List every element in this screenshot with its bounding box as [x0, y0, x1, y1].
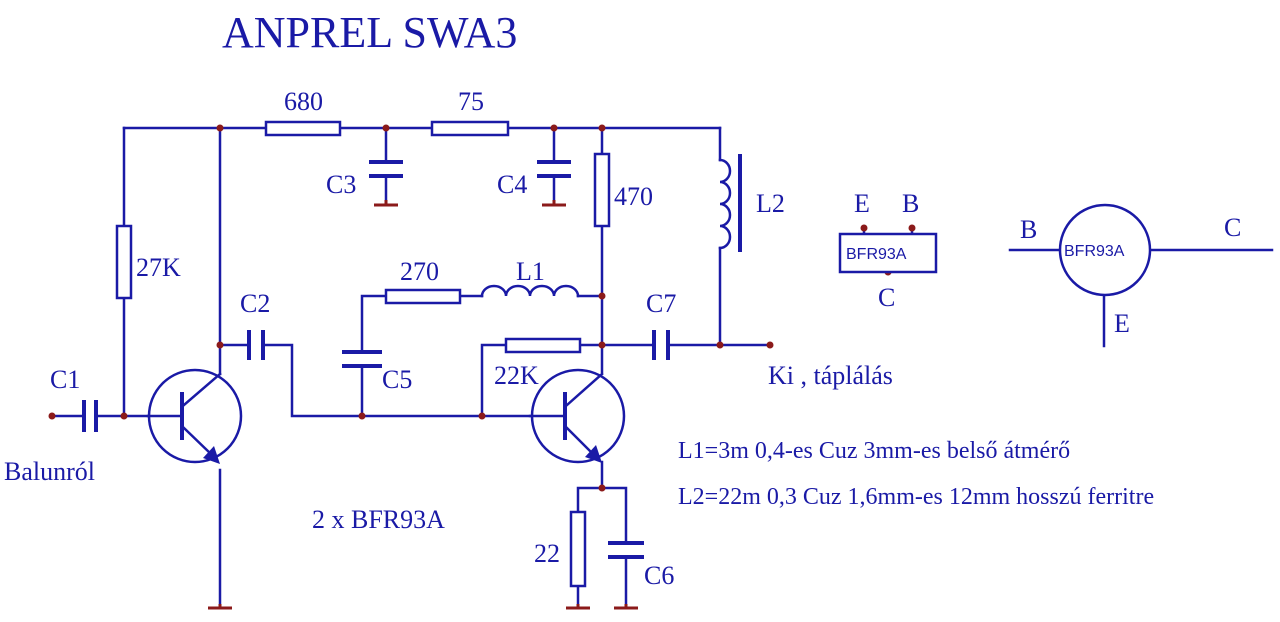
capacitors: [82, 160, 670, 559]
ground-symbols: [208, 200, 638, 610]
label-l1: L1: [516, 257, 545, 286]
pinout-box-pin-e: E: [854, 189, 870, 218]
resistor-22k: [504, 337, 582, 354]
pinout-circle-pin-b: B: [1020, 215, 1037, 244]
resistor-470: [593, 152, 611, 228]
pinout-circle-outline: [1058, 203, 1152, 297]
note-l1: L1=3m 0,4-es Cuz 3mm-es belső átmérő: [678, 438, 1070, 464]
pinout-circle-pin-e: E: [1114, 309, 1130, 338]
component-labels: 680 75 470 27K 270 22K 22 C1 C2 C3 C4 C5…: [50, 87, 785, 590]
inductor-l1: [480, 284, 580, 298]
label-75: 75: [458, 87, 484, 116]
pinout-box-pin-c: C: [878, 283, 895, 312]
ground-icon: [566, 604, 590, 610]
label-c7: C7: [646, 289, 676, 318]
label-270: 270: [400, 257, 439, 286]
capacitor-c1: [82, 400, 98, 432]
resistor-27k: [115, 224, 133, 300]
pinout-box: BFR93A E B C: [838, 189, 938, 312]
resistor-270: [384, 288, 462, 305]
label-c4: C4: [497, 170, 527, 199]
pinout-box-pin-b: B: [902, 189, 919, 218]
pinout-box-outline: [838, 232, 938, 274]
label-22k: 22K: [494, 361, 539, 390]
inductors: [480, 154, 742, 298]
capacitor-c6: [608, 541, 644, 559]
input-label: Balunról: [4, 457, 95, 486]
pinout-circle-pin-c: C: [1224, 213, 1241, 242]
label-c2: C2: [240, 289, 270, 318]
pinout-circle: BFR93A B C E: [1020, 203, 1241, 338]
label-c1: C1: [50, 365, 80, 394]
label-470: 470: [614, 182, 653, 211]
label-c3: C3: [326, 170, 356, 199]
label-c5: C5: [382, 365, 412, 394]
transistor-q1: [146, 368, 243, 464]
pinout-circle-part: BFR93A: [1064, 243, 1125, 260]
capacitor-c5: [342, 350, 382, 368]
ground-icon: [614, 604, 638, 610]
capacitor-c3: [369, 160, 403, 178]
output-label: Ki , táplálás: [768, 361, 893, 390]
ground-icon: [208, 604, 232, 610]
resistor-22: [569, 510, 587, 588]
wires: [50, 126, 1274, 606]
label-22: 22: [534, 539, 560, 568]
capacitor-c4: [537, 160, 571, 178]
inductor-l2: [718, 158, 732, 250]
capacitor-c7: [652, 330, 670, 360]
resistor-680: [264, 120, 342, 137]
label-l2: L2: [756, 189, 785, 218]
ground-icon: [374, 200, 398, 207]
ground-icon: [542, 200, 566, 207]
resistor-75: [430, 120, 510, 137]
transistor-q2: [528, 368, 626, 464]
pinout-box-part: BFR93A: [846, 246, 907, 263]
note-l2: L2=22m 0,3 Cuz 1,6mm-es 12mm hosszú ferr…: [678, 484, 1154, 510]
schematic-title: ANPREL SWA3: [222, 8, 517, 57]
junction-dots: [48, 124, 916, 492]
transistor-note: 2 x BFR93A: [312, 505, 445, 534]
label-c6: C6: [644, 561, 674, 590]
capacitor-c2: [247, 330, 265, 360]
label-27k: 27K: [136, 253, 181, 282]
label-680: 680: [284, 87, 323, 116]
resistors: [115, 120, 611, 588]
